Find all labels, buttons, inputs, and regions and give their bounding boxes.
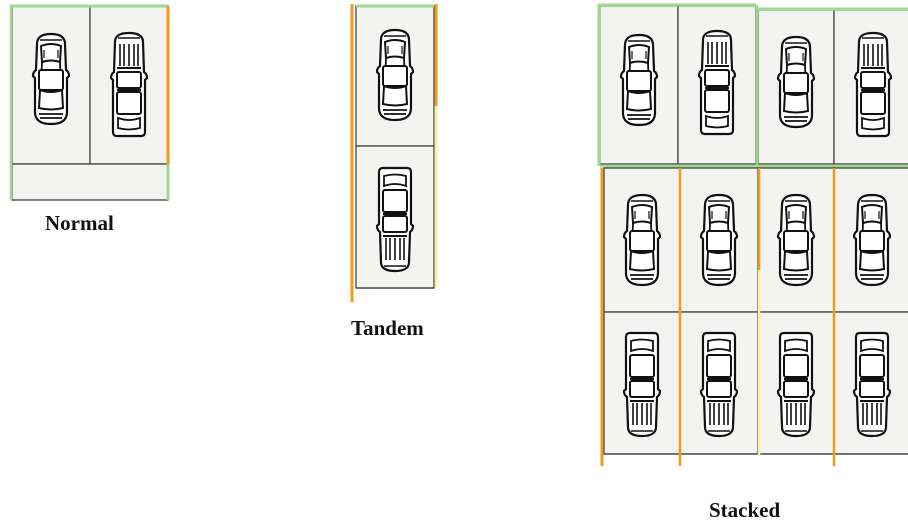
stacked-layout: [597, 3, 908, 466]
pickup-truck-icon: [853, 31, 893, 138]
car-icon: [776, 35, 816, 129]
pickup-truck-icon: [375, 166, 415, 273]
car-icon: [31, 32, 71, 126]
pickup-truck-icon: [109, 31, 149, 138]
car-icon: [619, 33, 659, 127]
normal-caption: Normal: [45, 211, 114, 235]
pickup-truck-icon: [622, 331, 662, 438]
car-icon: [699, 193, 739, 287]
pickup-truck-icon: [776, 331, 816, 438]
tandem-caption: Tandem: [351, 316, 424, 340]
stacked-top-stall: [599, 5, 679, 165]
pickup-truck-icon: [699, 331, 739, 438]
pickup-truck-icon: [852, 331, 892, 438]
normal-stall-lower: [11, 163, 169, 201]
car-icon: [852, 193, 892, 287]
normal-layout: [9, 4, 170, 201]
car-icon: [375, 28, 415, 122]
pickup-truck-icon: [697, 29, 737, 136]
car-icon: [776, 193, 816, 287]
tandem-layout: [350, 4, 438, 302]
car-icon: [622, 193, 662, 287]
stacked-caption: Stacked: [709, 498, 781, 522]
